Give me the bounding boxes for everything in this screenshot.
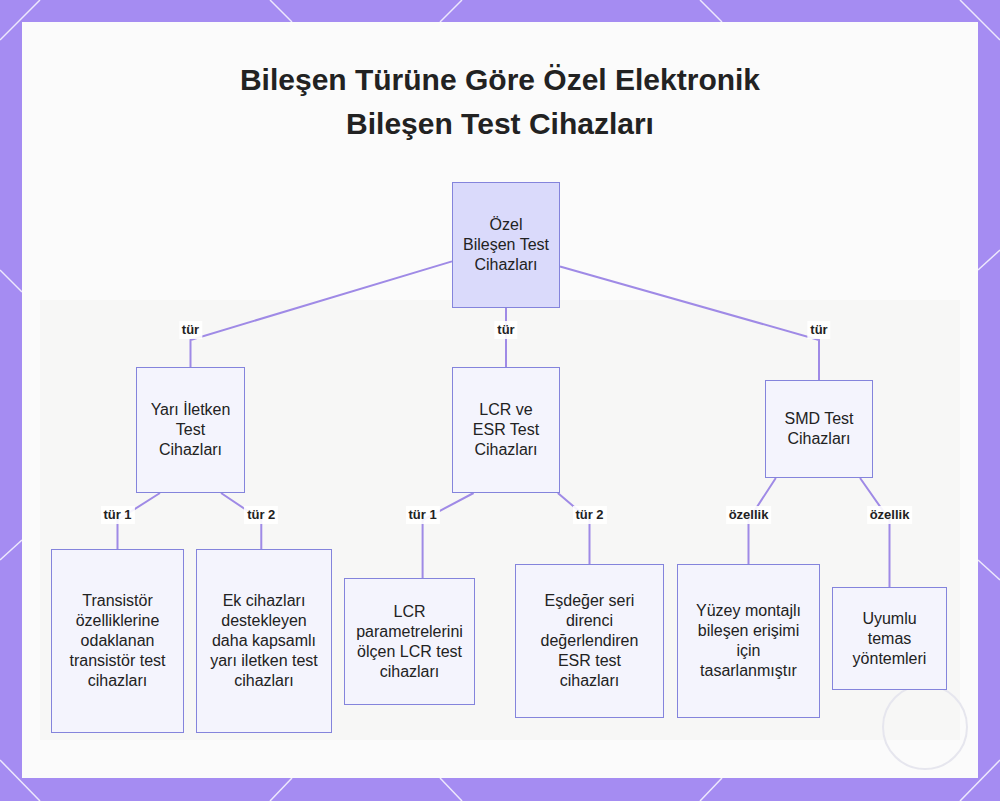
process-box: Özel Bileşen Test Cihazları: [452, 182, 560, 308]
node-text: SMD Test Cihazları: [776, 409, 862, 449]
edge-label: tür 2: [244, 506, 278, 524]
edge-label: özellik: [867, 506, 913, 524]
connector: [558, 493, 590, 564]
logo-mark: [883, 685, 967, 769]
process-box: Uyumlu temas yöntemleri: [832, 587, 947, 690]
node-text: Yüzey montajlı bileşen erişimi için tasa…: [688, 601, 809, 681]
process-box: LCR ve ESR Test Cihazları: [452, 367, 560, 493]
edge-label: tür 1: [406, 506, 440, 524]
edge-label: tür: [807, 321, 830, 339]
card: [22, 22, 978, 778]
edge-label: tür 2: [572, 506, 606, 524]
process-box: Yüzey montajlı bileşen erişimi için tasa…: [677, 564, 820, 718]
process-box: Transistör özelliklerine odaklanan trans…: [51, 549, 184, 733]
node-text: Yarı İletken Test Cihazları: [147, 400, 234, 460]
connector: [860, 478, 889, 587]
node-text: Eşdeğer seri direnci değerlendiren ESR t…: [526, 591, 653, 691]
process-box: Ek cihazları destekleyen daha kapsamlı y…: [196, 549, 332, 733]
connector: [560, 266, 819, 380]
edge-label: tür 1: [100, 506, 134, 524]
edge-label: tür: [494, 321, 517, 339]
process-box: Eşdeğer seri direnci değerlendiren ESR t…: [515, 564, 664, 718]
diagram-title: Bileşen Türüne Göre Özel Elektronik Bile…: [200, 58, 800, 146]
process-box: LCR parametrelerini ölçen LCR test cihaz…: [344, 578, 475, 705]
node-text: Özel Bileşen Test Cihazları: [463, 215, 549, 275]
node-text: Transistör özelliklerine odaklanan trans…: [62, 591, 173, 691]
process-box: SMD Test Cihazları: [765, 380, 873, 478]
background-photo: [40, 300, 960, 740]
process-box: Yarı İletken Test Cihazları: [136, 367, 245, 493]
connector: [191, 261, 453, 367]
node-text: Ek cihazları destekleyen daha kapsamlı y…: [207, 591, 321, 691]
node-text: LCR ve ESR Test Cihazları: [463, 400, 549, 460]
node-text: LCR parametrelerini ölçen LCR test cihaz…: [355, 602, 464, 682]
node-text: Uyumlu temas yöntemleri: [843, 609, 936, 669]
edge-label: özellik: [726, 506, 772, 524]
edge-label: tür: [179, 321, 202, 339]
